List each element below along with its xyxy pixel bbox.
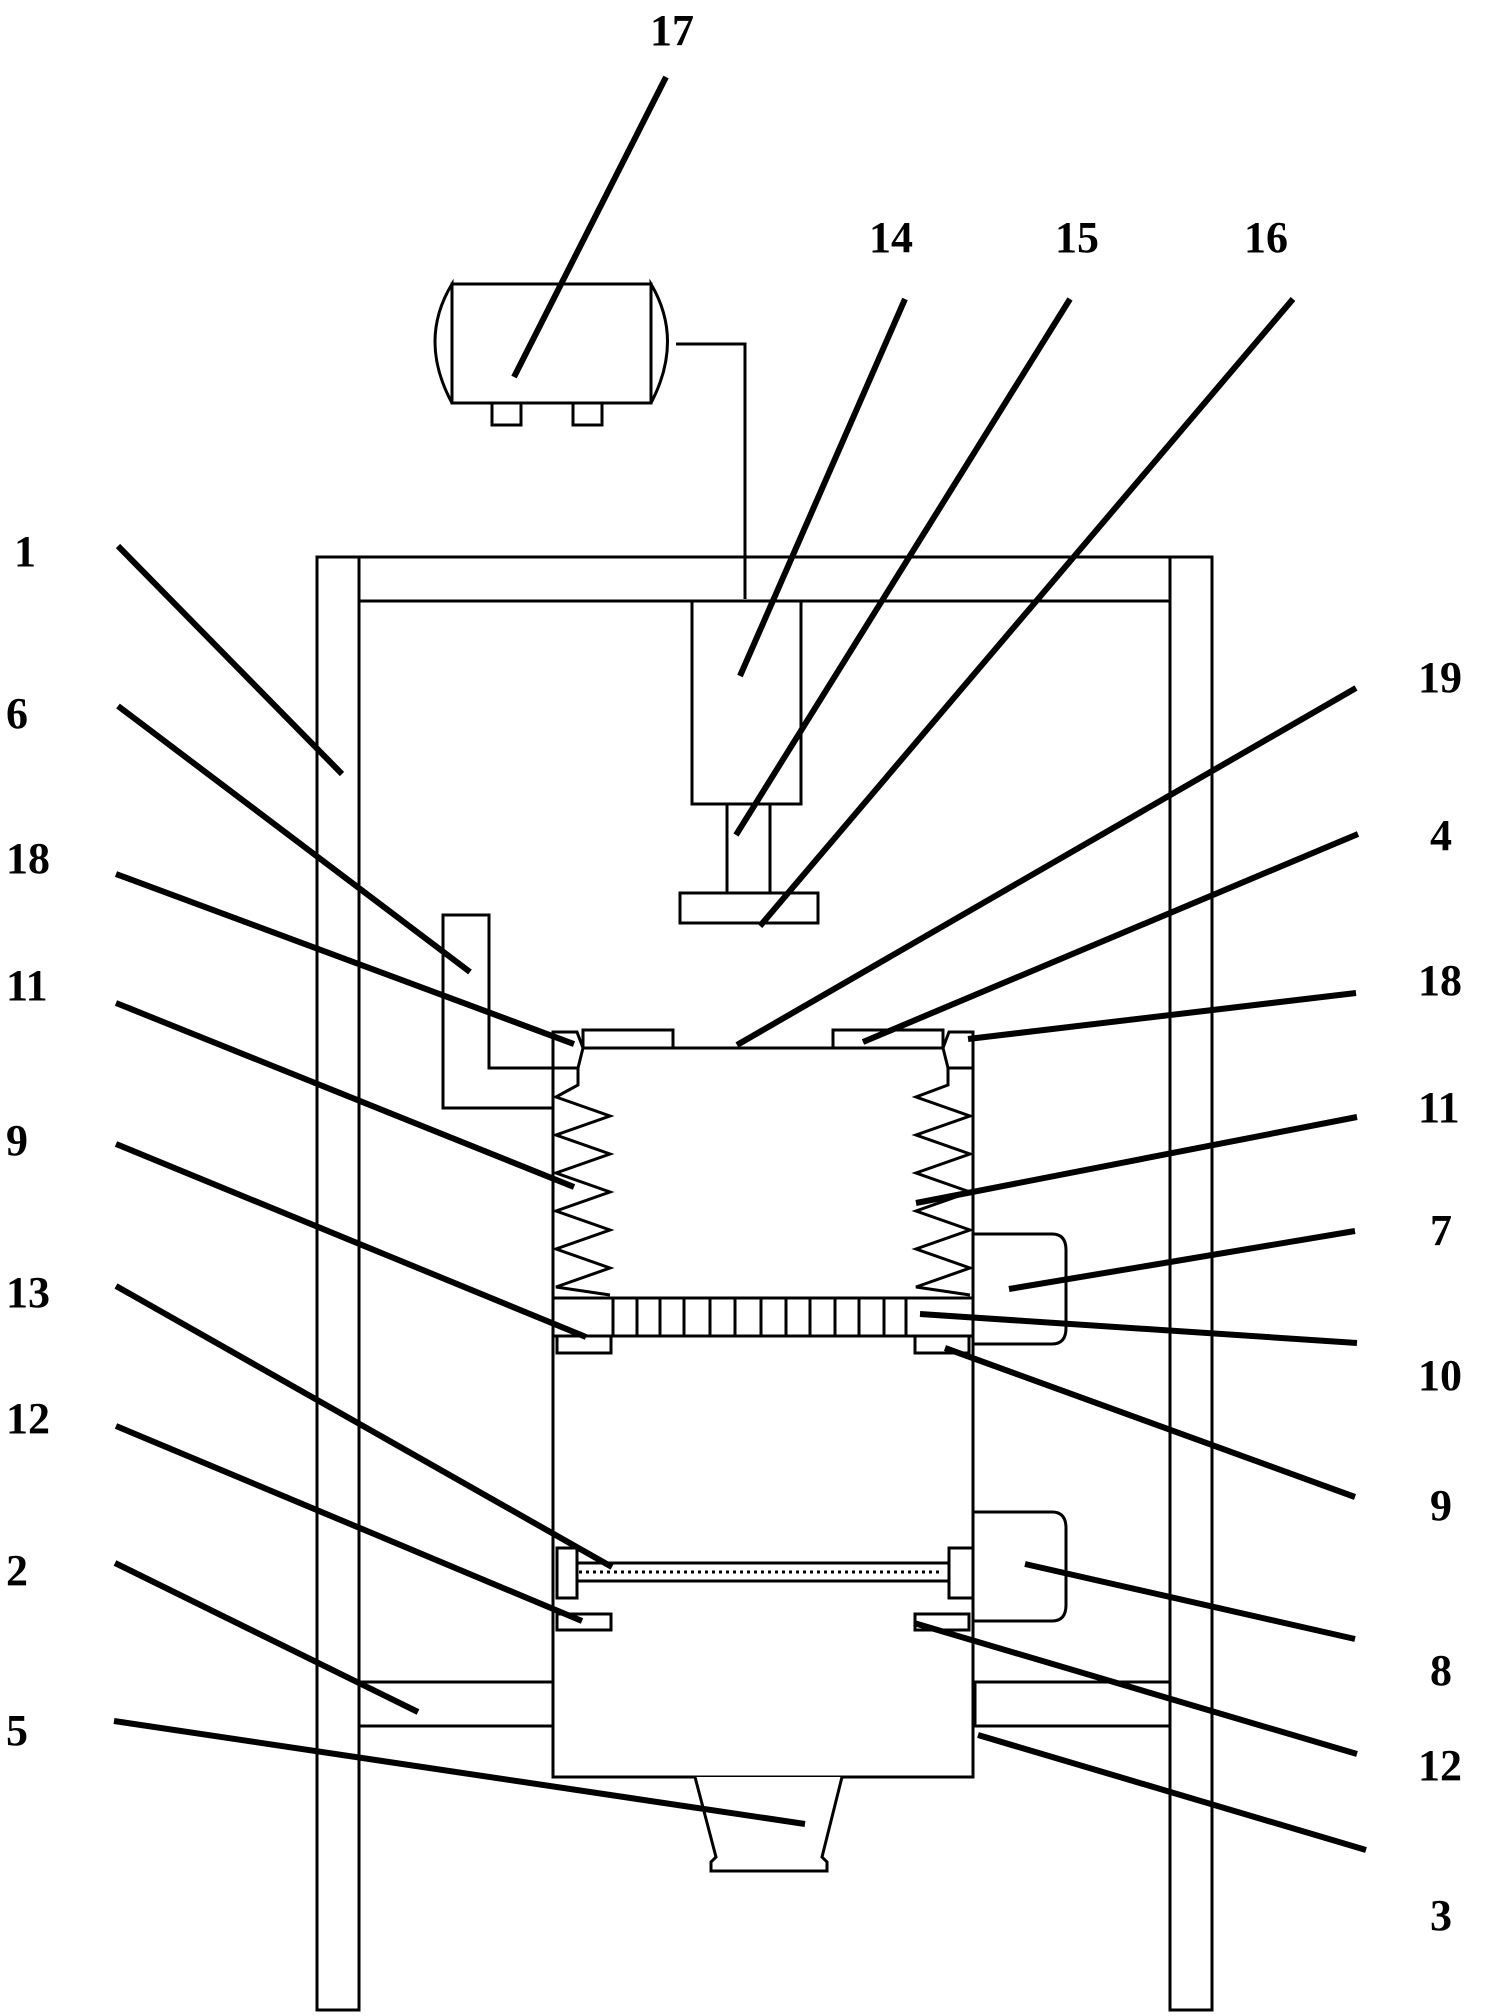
leader-4 <box>861 831 1360 1045</box>
sieve-plate-body <box>551 1296 975 1338</box>
bracket <box>441 913 555 1110</box>
frame-left-post <box>315 555 361 2012</box>
label-12-left: 12 <box>6 1394 50 1443</box>
label-9-left: 9 <box>6 1116 28 1165</box>
leader-11-left <box>114 1000 576 1190</box>
leader-lines <box>113 75 1367 1853</box>
leader-10 <box>919 1311 1358 1346</box>
leader-11-right <box>915 1114 1358 1206</box>
leader-5 <box>113 1718 806 1827</box>
label-11-right: 11 <box>1418 1083 1460 1132</box>
label-4: 4 <box>1430 811 1452 860</box>
box-body <box>551 1046 975 1779</box>
label-12-right: 12 <box>1418 1741 1462 1790</box>
right-slider <box>913 1334 971 1355</box>
sieve-holes <box>611 1298 908 1336</box>
leader-13 <box>114 1283 614 1570</box>
leader-9-left <box>114 1141 588 1340</box>
leader-1 <box>115 543 345 777</box>
tank-foot-right <box>571 401 604 427</box>
tank-right-cap <box>649 278 669 404</box>
press-plate <box>678 891 820 925</box>
leader-15 <box>733 297 1073 837</box>
air-pipe <box>676 342 747 599</box>
tank-foot-left <box>490 401 523 427</box>
reference-labels: 1 2 3 4 5 6 7 8 9 9 10 11 11 12 12 13 14… <box>6 6 1462 1940</box>
frame <box>315 555 1214 2012</box>
frame-right-post <box>1168 555 1214 2012</box>
leader-9-right <box>943 1345 1357 1500</box>
label-15: 15 <box>1055 213 1099 262</box>
cylinder <box>690 599 803 806</box>
label-17: 17 <box>650 6 694 55</box>
leader-12-left <box>114 1423 584 1624</box>
sieve-plate <box>551 1296 975 1338</box>
leader-19 <box>735 685 1358 1048</box>
label-7: 7 <box>1430 1206 1452 1255</box>
press-cylinder-assembly <box>678 599 820 925</box>
leader-2 <box>113 1560 420 1715</box>
label-18-right: 18 <box>1418 956 1462 1005</box>
label-8: 8 <box>1430 1646 1452 1695</box>
right-spring <box>911 1068 975 1297</box>
box <box>551 1028 975 1779</box>
label-11-left: 11 <box>6 961 48 1010</box>
label-14: 14 <box>869 213 913 262</box>
lid <box>581 1028 945 1050</box>
label-2: 2 <box>6 1546 28 1595</box>
motor-8 <box>971 1510 1068 1623</box>
leader-7 <box>1008 1228 1356 1292</box>
left-spring <box>551 1068 615 1297</box>
leader-12-right <box>913 1620 1358 1757</box>
label-6: 6 <box>6 689 28 738</box>
label-19: 19 <box>1418 653 1462 702</box>
label-3: 3 <box>1430 1891 1452 1940</box>
label-18-left: 18 <box>6 834 50 883</box>
label-9-right: 9 <box>1430 1481 1452 1530</box>
tank-left-cap <box>433 278 454 404</box>
label-1: 1 <box>14 527 36 576</box>
frame-top-beam <box>315 555 1213 603</box>
label-5: 5 <box>6 1706 28 1755</box>
label-16: 16 <box>1244 213 1288 262</box>
leader-18-left <box>114 871 576 1047</box>
screen-right-mount <box>947 1546 975 1600</box>
leader-6 <box>116 703 472 975</box>
screen-left-mount <box>555 1546 579 1600</box>
leader-18-right <box>967 990 1357 1042</box>
leader-3 <box>977 1732 1367 1853</box>
leader-8 <box>1024 1561 1356 1642</box>
leader-16 <box>757 297 1296 928</box>
label-13: 13 <box>6 1268 50 1317</box>
leader-14 <box>737 297 908 678</box>
discharge-hopper <box>693 1776 844 1873</box>
left-crossbar <box>357 1680 557 1728</box>
label-10: 10 <box>1418 1351 1462 1400</box>
leader-17 <box>511 75 669 379</box>
